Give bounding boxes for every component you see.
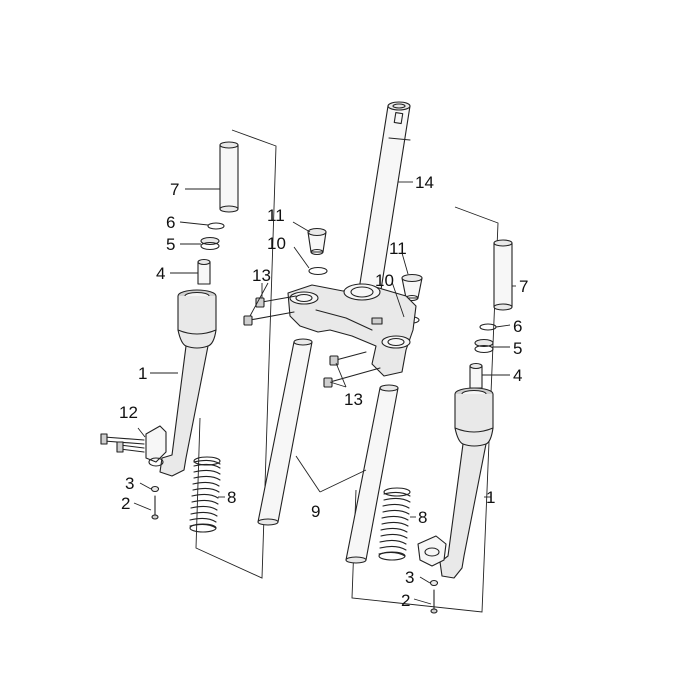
- inner-fork-tube-right[interactable]: [345, 384, 399, 564]
- callout-11-left: 11: [267, 206, 285, 225]
- left-fork-slider[interactable]: [145, 289, 217, 477]
- upper-steering-bushing-left[interactable]: [307, 227, 327, 256]
- callout-13-lower: 13: [344, 390, 363, 409]
- callout-2-right: 2: [401, 591, 410, 610]
- fork-crown[interactable]: [287, 283, 417, 377]
- callout-9: 9: [311, 502, 320, 521]
- left-caliper-bolts[interactable]: [100, 433, 145, 453]
- right-fork-slider[interactable]: [417, 387, 494, 579]
- inner-fork-tube-left[interactable]: [257, 338, 313, 526]
- callout-7-left: 7: [170, 180, 179, 199]
- callout-8-left: 8: [227, 488, 236, 507]
- left-seal-ring[interactable]: [207, 222, 225, 230]
- right-fork-spring[interactable]: [378, 487, 411, 561]
- left-fork-spring[interactable]: [189, 456, 221, 533]
- callout-6-left: 6: [166, 213, 175, 232]
- left-fork-tube[interactable]: [219, 141, 239, 213]
- left-drain-screw[interactable]: [151, 495, 159, 520]
- right-fork-tube[interactable]: [493, 239, 513, 311]
- callout-1-left: 1: [138, 364, 147, 383]
- callout-1-right: 1: [486, 488, 495, 507]
- callout-8-right: 8: [418, 508, 427, 527]
- steering-assembly: [243, 101, 423, 564]
- right-fork-assembly: [378, 239, 513, 614]
- callout-labels: 7 6 5 4 1 12 3 2 8 11 10 13 14 11 10 13 …: [119, 173, 528, 610]
- upper-steering-bushing-right[interactable]: [401, 273, 423, 302]
- callout-3-right: 3: [405, 568, 414, 587]
- callout-2-left: 2: [121, 494, 130, 513]
- callout-14: 14: [415, 173, 434, 192]
- leader-lines: [133, 181, 516, 605]
- callout-13-upper: 13: [252, 266, 271, 285]
- left-spacer-ring[interactable]: [200, 236, 220, 251]
- left-fork-assembly: [100, 141, 239, 533]
- left-drain-washer[interactable]: [150, 485, 160, 493]
- callout-5-right: 5: [513, 339, 522, 358]
- callout-4-right: 4: [513, 366, 522, 385]
- steering-stem[interactable]: [357, 101, 411, 297]
- callout-11-right: 11: [389, 239, 407, 258]
- left-bushing[interactable]: [197, 258, 211, 285]
- callout-6-right: 6: [513, 317, 522, 336]
- callout-7-right: 7: [519, 277, 528, 296]
- right-spacer-ring[interactable]: [474, 338, 494, 354]
- steering-seal-left[interactable]: [308, 266, 328, 276]
- right-drain-screw[interactable]: [430, 589, 438, 614]
- right-drain-washer[interactable]: [429, 579, 439, 587]
- callout-10-left: 10: [267, 234, 286, 253]
- callout-10-right: 10: [375, 271, 394, 290]
- right-bushing[interactable]: [469, 362, 483, 389]
- crown-clamp-bolts-right[interactable]: [323, 351, 381, 388]
- callout-12: 12: [119, 403, 138, 422]
- callout-5-left: 5: [166, 235, 175, 254]
- callout-3-left: 3: [125, 474, 134, 493]
- callout-4-left: 4: [156, 264, 165, 283]
